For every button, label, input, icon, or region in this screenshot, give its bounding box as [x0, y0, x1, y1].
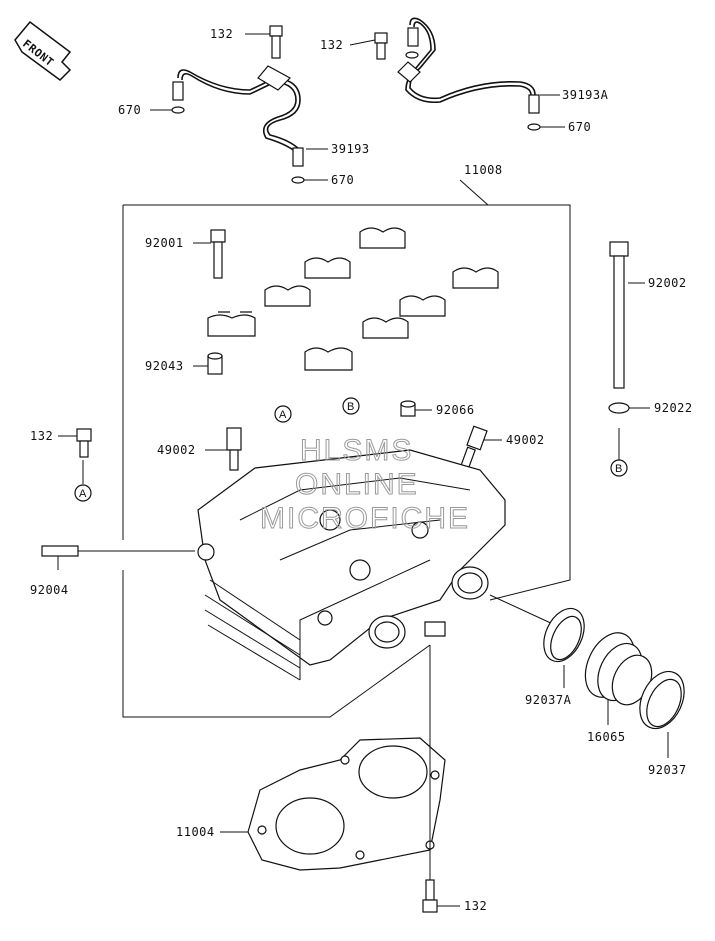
- label-49002-right: 49002: [506, 433, 545, 447]
- label-92004: 92004: [30, 583, 69, 597]
- label-16065: 16065: [587, 730, 626, 744]
- washer-92022-shape: [608, 402, 630, 414]
- gasket-11004-shape: [247, 737, 446, 871]
- label-49002-left: 49002: [157, 443, 196, 457]
- oil-pipe-39193: [171, 65, 305, 184]
- bolt-132-top-left-shape: [269, 25, 283, 59]
- label-92043: 92043: [145, 359, 184, 373]
- label-132-bottom: 132: [464, 899, 487, 913]
- clamp-92037-shape: [639, 670, 685, 730]
- watermark-line-2: ONLINE: [295, 468, 419, 501]
- bolt-132-side-shape: [76, 428, 92, 458]
- cylinder-head-body: [197, 449, 506, 681]
- label-92066: 92066: [436, 403, 475, 417]
- pipe-fitting-right: [528, 94, 540, 114]
- oring-670-right-shape: [527, 123, 541, 131]
- label-132-top-right: 132: [320, 38, 343, 52]
- watermark: HLSMS ONLINE MICROFICHE: [260, 434, 470, 536]
- oring-670-mid-shape: [291, 176, 305, 184]
- label-39193a: 39193A: [562, 88, 609, 102]
- label-92037a: 92037A: [525, 693, 572, 707]
- ref-circle-b-right: B: [610, 459, 628, 477]
- plug-49002-right-shape: [460, 425, 488, 470]
- front-arrow-badge: FRONT: [14, 20, 72, 81]
- bolt-132-bottom-shape: [422, 879, 438, 913]
- part-labels: 132 132 670 39193 670 39193A 670 11008 9…: [30, 27, 693, 913]
- head-assembly-frame: [122, 179, 571, 718]
- bolt-92001-shape: [210, 229, 226, 279]
- label-11004: 11004: [176, 825, 215, 839]
- label-132-side: 132: [30, 429, 53, 443]
- pipe-banjo-39193a: [397, 61, 421, 83]
- watermark-line-3: MICROFICHE: [260, 502, 470, 535]
- clamp-92037a-shape: [543, 607, 585, 663]
- label-670-right: 670: [568, 120, 591, 134]
- oil-pipe-39193a: [397, 17, 541, 131]
- ref-b-right-label: B: [615, 463, 622, 475]
- label-92001: 92001: [145, 236, 184, 250]
- label-92022: 92022: [654, 401, 693, 415]
- ref-circle-b-top: B: [342, 397, 360, 415]
- holder-16065-shape: [584, 632, 653, 706]
- ref-b-label: B: [347, 401, 354, 413]
- label-39193: 39193: [331, 142, 370, 156]
- pipe-fitting-top: [407, 27, 419, 47]
- label-11008: 11008: [464, 163, 503, 177]
- pipe-fitting-left: [172, 81, 184, 101]
- dowel-92043-shape: [207, 352, 223, 375]
- ref-circle-a-left: A: [74, 484, 92, 502]
- label-92037: 92037: [648, 763, 687, 777]
- ref-circle-a-top: A: [274, 405, 292, 423]
- pipe-fitting-bottom: [292, 147, 304, 167]
- stud-92004-shape: [41, 545, 79, 557]
- label-92002: 92002: [648, 276, 687, 290]
- label-670-left: 670: [118, 103, 141, 117]
- watermark-line-1: HLSMS: [300, 434, 413, 467]
- camshaft-caps: [207, 227, 499, 371]
- ref-a-label: A: [279, 409, 287, 421]
- label-670-mid: 670: [331, 173, 354, 187]
- oring-upper: [405, 51, 419, 59]
- stud-92002-shape: [609, 241, 629, 389]
- ref-a-left-label: A: [79, 488, 87, 500]
- oring-670-left-shape: [171, 106, 185, 114]
- bolt-132-top-right-shape: [374, 32, 388, 60]
- pipe-banjo-39193: [257, 65, 291, 91]
- plug-49002-left-shape: [226, 427, 242, 471]
- cap-92066-shape: [400, 400, 416, 417]
- label-132-top-left: 132: [210, 27, 233, 41]
